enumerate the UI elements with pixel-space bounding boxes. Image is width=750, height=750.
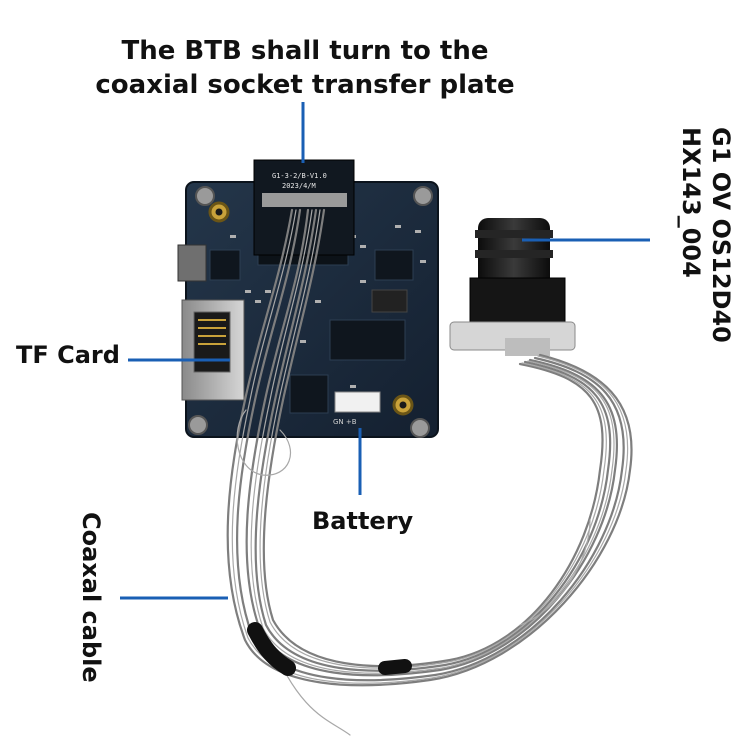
chip [329,319,406,361]
coaxial-cable-label: Coaxal cable [77,512,105,683]
cable-sleeve [378,659,412,675]
btb-silkscreen-date: 2023/4/M [282,182,316,190]
tf-card-label: TF Card [16,341,120,369]
mounting-hole [195,186,215,206]
battery-label: Battery [312,507,414,535]
sensor-label: G1 OV OS12D40 HX143_004 [676,127,736,343]
btb-silkscreen-model: G1-3-2/B-V1.0 [272,172,327,180]
chip [209,249,241,281]
mounting-hole [188,415,208,435]
chip [374,249,414,281]
chip [289,374,329,414]
mounting-hole [413,186,433,206]
tf-card-slot [181,299,245,401]
battery-connector-silkscreen: GN +B [333,418,357,426]
battery-connector [334,391,381,413]
sensor-label-line-2: HX143_004 [677,127,705,278]
usb-connector [177,244,207,282]
cable-sleeve [247,622,296,676]
lens-holder [469,277,566,331]
btb-callout-label: The BTB shall turn to the coaxial socket… [0,34,610,102]
btb-callout-line-2: coaxial socket transfer plate [95,70,515,100]
inductor [371,289,408,313]
btb-callout-line-1: The BTB shall turn to the [121,36,489,66]
callout-lines [120,102,650,600]
camera-module [449,218,576,356]
coaxial-cable-bundle [226,208,633,736]
sensor-label-line-1: G1 OV OS12D40 [707,127,735,343]
mounting-hole [410,418,430,438]
